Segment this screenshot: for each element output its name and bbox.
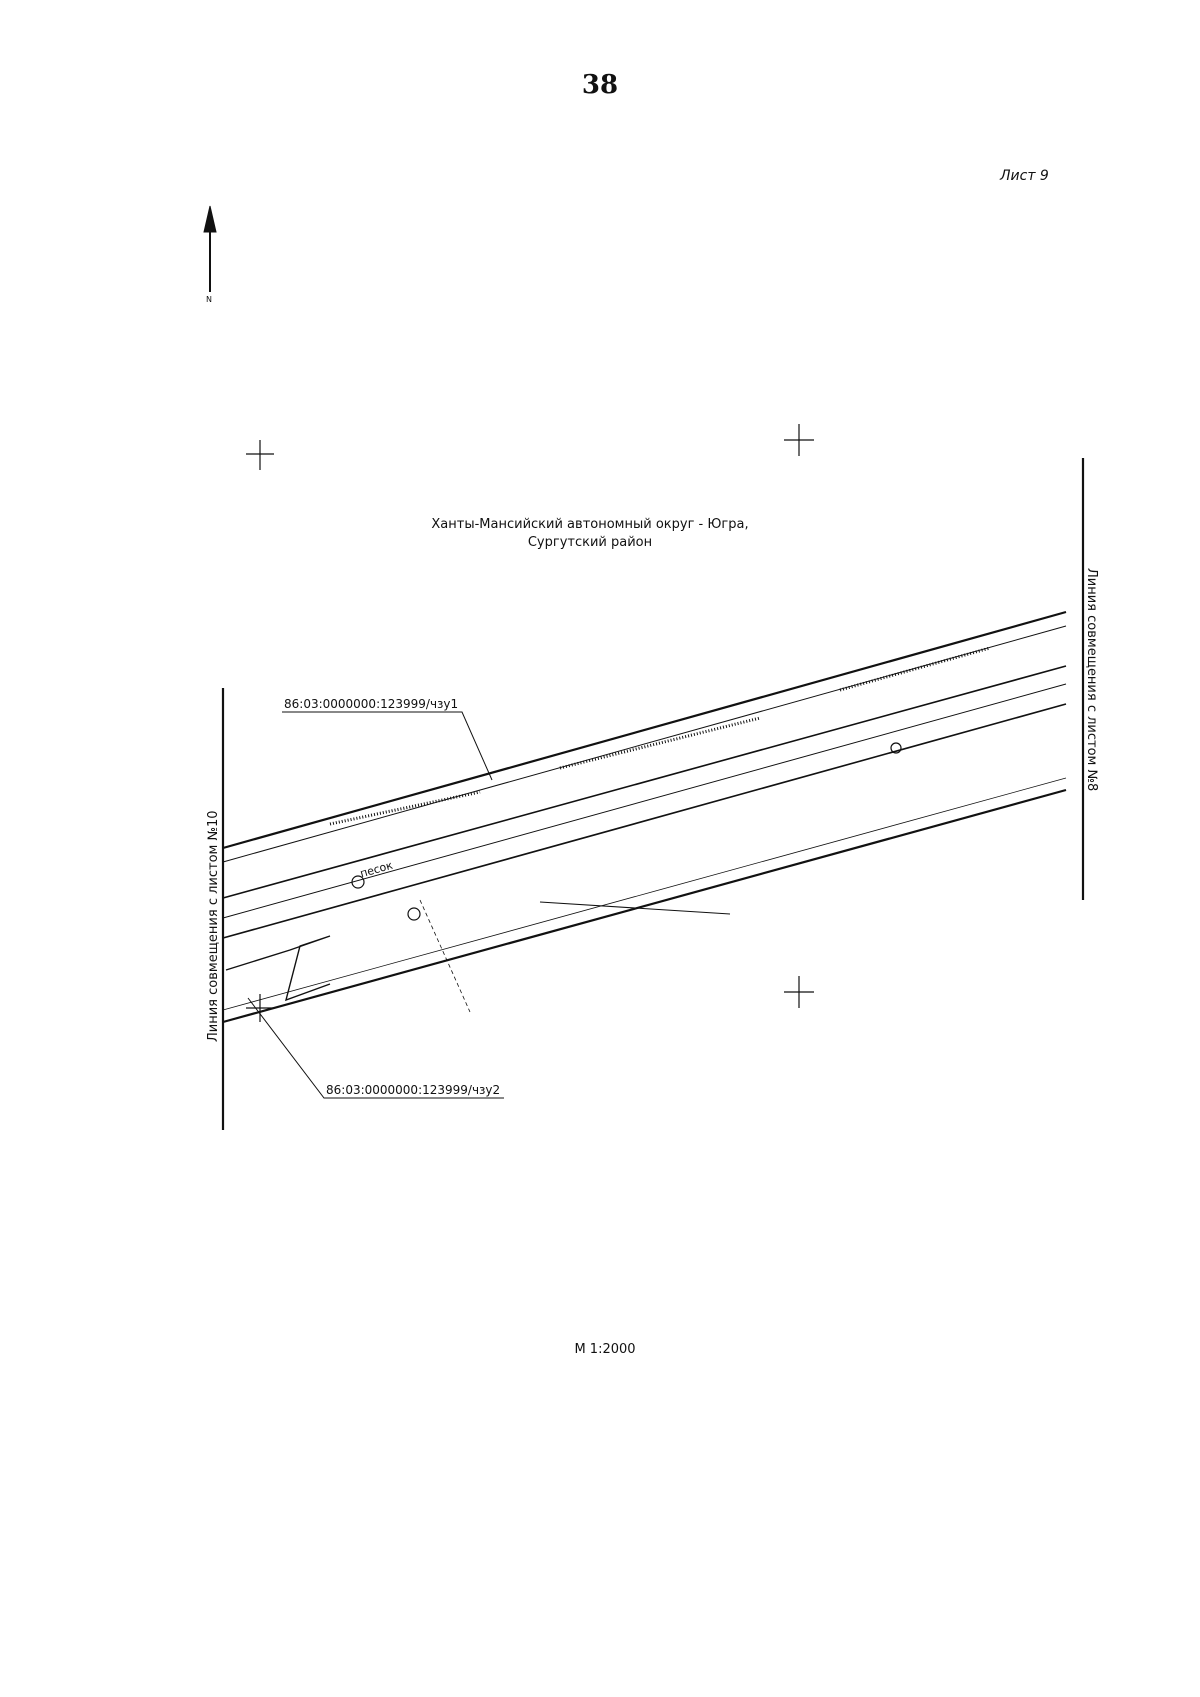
road-edge-south bbox=[222, 703, 1067, 939]
corridor-edge-south bbox=[222, 777, 1067, 1011]
region-label: Ханты-Мансийский автономный округ - Югра… bbox=[380, 516, 800, 552]
hatching bbox=[839, 646, 991, 692]
map-label-pesok: песок bbox=[359, 859, 395, 881]
registration-cross bbox=[784, 976, 814, 1008]
registration-cross bbox=[246, 994, 274, 1022]
region-line-1: Ханты-Мансийский автономный округ - Югра… bbox=[431, 517, 749, 532]
parcel-label-1: 86:03:0000000:123999/чзу1 bbox=[284, 697, 458, 711]
leader-parcel-2 bbox=[247, 997, 504, 1099]
scale-label: М 1:2000 bbox=[574, 1342, 636, 1357]
left-match-line-label: Линия совмещения с листом №10 bbox=[206, 810, 221, 1042]
structure-marker bbox=[351, 875, 365, 889]
leaders bbox=[247, 711, 504, 1099]
right-match-line-label: Линия совмещения с листом №8 bbox=[1084, 568, 1099, 791]
svg-text:N: N bbox=[206, 295, 212, 304]
parcel-label-2: 86:03:0000000:123999/чзу2 bbox=[326, 1083, 500, 1097]
registration-cross bbox=[246, 440, 274, 470]
access-road bbox=[225, 935, 331, 1002]
corridor-edge bbox=[222, 625, 1067, 863]
structure-marker bbox=[890, 742, 902, 754]
corridor-boundary-north bbox=[222, 610, 1067, 850]
north-arrow-icon: N bbox=[203, 205, 217, 304]
structure-marker bbox=[407, 907, 421, 921]
region-line-2: Сургутский район bbox=[527, 535, 653, 550]
spur-line bbox=[539, 901, 731, 915]
registration-crosses bbox=[246, 424, 814, 1022]
sheet-label: Лист 9 bbox=[1000, 168, 1049, 184]
road-corridor bbox=[222, 610, 1067, 1024]
road-edge-north bbox=[222, 665, 1067, 899]
road-centre bbox=[222, 683, 1067, 919]
leader-parcel-1 bbox=[282, 711, 493, 781]
hatching bbox=[559, 716, 761, 770]
corridor-boundary-south bbox=[222, 788, 1067, 1024]
page-number: 38 bbox=[581, 70, 619, 100]
registration-cross bbox=[784, 424, 814, 456]
